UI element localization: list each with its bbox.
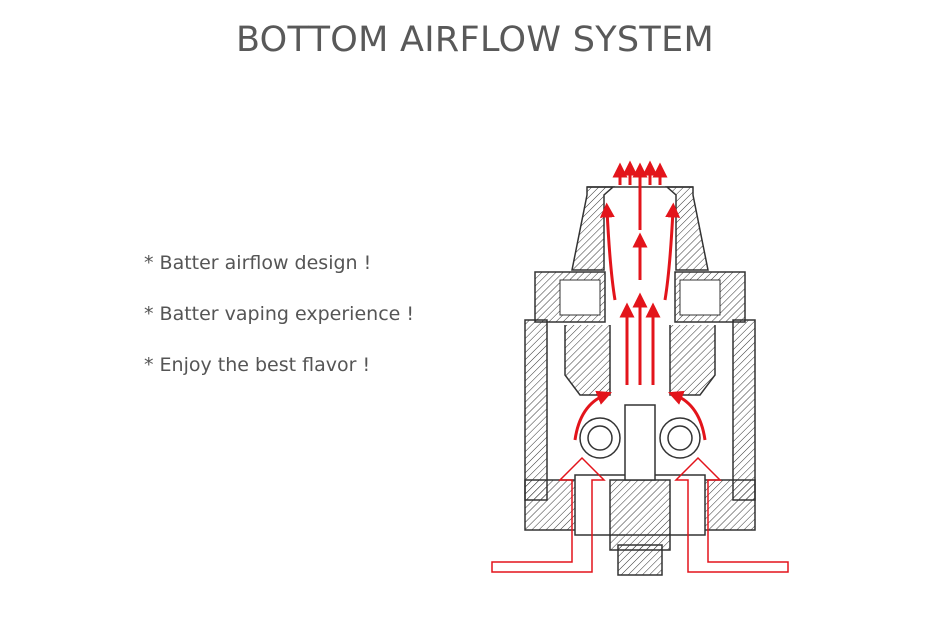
tank-body [524, 319, 756, 501]
coil-right [659, 417, 701, 459]
top-cap [534, 271, 746, 323]
feature-list: * Batter airflow design ! * Batter vapin… [144, 238, 414, 391]
coil-left [579, 417, 621, 459]
feature-item-airflow: * Batter airflow design ! [144, 252, 372, 274]
center-post [624, 404, 656, 481]
feature-item-flavor: * Enjoy the best flavor ! [144, 354, 371, 376]
atomizer-cross-section-diagram [480, 150, 810, 590]
airflow-arrows [573, 160, 707, 441]
airflow-inlet-channels [491, 456, 789, 573]
page-title: BOTTOM AIRFLOW SYSTEM [235, 20, 714, 60]
feature-item-vaping: * Batter vaping experience ! [144, 303, 414, 325]
base-deck [524, 474, 756, 576]
